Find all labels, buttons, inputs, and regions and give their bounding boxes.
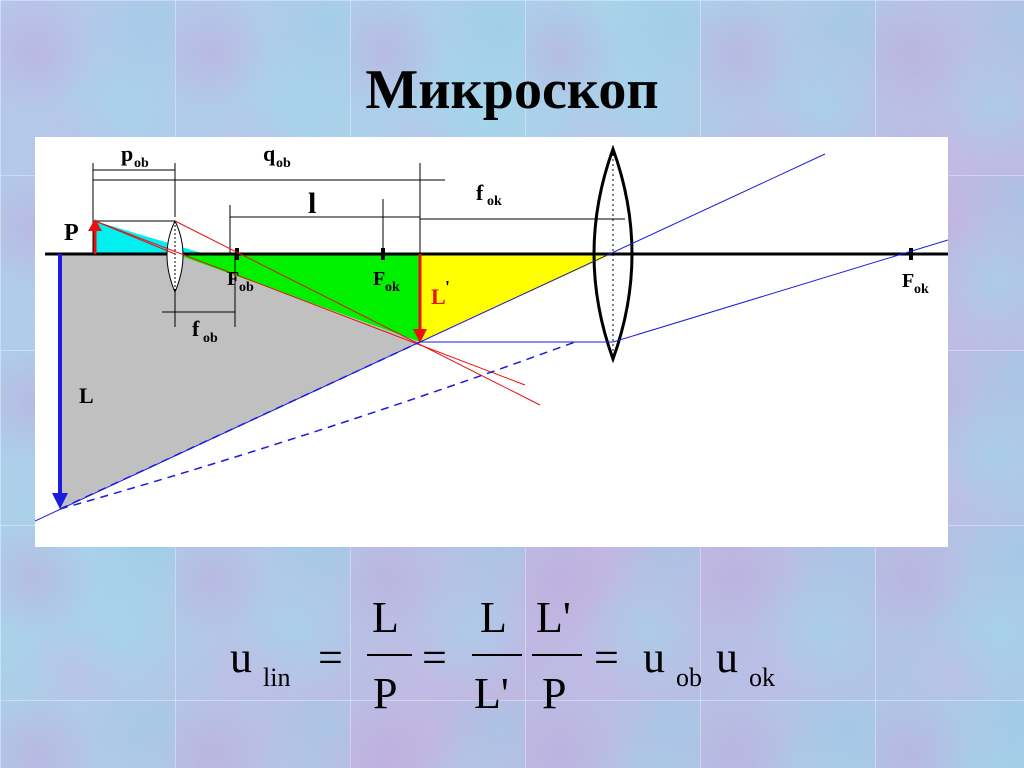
focal-ticks [235, 248, 913, 260]
formula-frac3-den: P [542, 669, 566, 718]
label-F-ok-right-sub: ok [914, 282, 929, 297]
formula-frac3-num: L' [536, 593, 571, 642]
label-p: p [121, 141, 133, 166]
final-image-arrow-head [52, 493, 68, 509]
blue-dashed-rays [59, 341, 576, 510]
formula-u-ob: u [643, 633, 665, 682]
label-L-prime: L [431, 284, 446, 309]
microscope-ray-diagram: p ob q ob l f ok P F ob F ok L ' f ob L … [35, 137, 948, 547]
slide-title: Микроскоп [365, 59, 659, 121]
eyepiece-lens [592, 144, 634, 364]
formula-u-lin-sub: lin [263, 663, 290, 692]
label-l: l [308, 187, 316, 220]
label-F-ob-sub: ob [239, 280, 254, 295]
label-L-prime-mark: ' [445, 277, 450, 297]
fill-gray-region [60, 254, 420, 509]
label-L: L [79, 383, 94, 408]
label-f-ok-top: f [476, 180, 484, 205]
diagram-svg: p ob q ob l f ok P F ob F ok L ' f ob L … [35, 141, 948, 522]
formula-equals-3: = [594, 633, 619, 682]
label-q-sub: ob [276, 156, 291, 171]
red-rays [94, 220, 541, 406]
label-q: q [263, 141, 276, 166]
formula-frac1-den: P [373, 669, 397, 718]
formula-u-lin: u [230, 633, 252, 682]
object-arrow-head [88, 219, 102, 231]
fill-cyan-triangle [95, 221, 205, 254]
label-F-ob: F [227, 268, 239, 290]
label-p-sub: ob [134, 156, 149, 171]
blue-ray-right [612, 239, 948, 343]
blue-ray-up [419, 153, 826, 343]
blue-dashed-ray-1 [59, 341, 421, 510]
blue-dashed-ray-2 [59, 341, 576, 510]
label-f-ob: f [192, 316, 200, 341]
formula-u-ob-sub: ob [676, 663, 702, 692]
label-f-ob-sub: ob [203, 331, 218, 346]
intermediate-image-arrow-head [413, 329, 427, 343]
red-ray-1 [94, 220, 526, 386]
formula-equals-1: = [318, 633, 343, 682]
label-F-ok-mid: F [373, 268, 385, 290]
label-P: P [64, 220, 79, 246]
formula-equals-2: = [422, 633, 447, 682]
formula-frac2-num: L [480, 593, 507, 642]
formula-u-ok: u [716, 633, 738, 682]
formula-frac1-num: L [372, 593, 399, 642]
red-ray-2 [174, 220, 541, 406]
formula-u-ok-sub: ok [749, 663, 775, 692]
label-F-ok-mid-sub: ok [385, 280, 400, 295]
red-ray-3 [94, 220, 176, 255]
label-F-ok-right: F [902, 270, 914, 292]
label-f-ok-top-sub: ok [487, 194, 502, 209]
formula-frac2-den: L' [474, 669, 509, 718]
objective-lens [166, 219, 184, 294]
